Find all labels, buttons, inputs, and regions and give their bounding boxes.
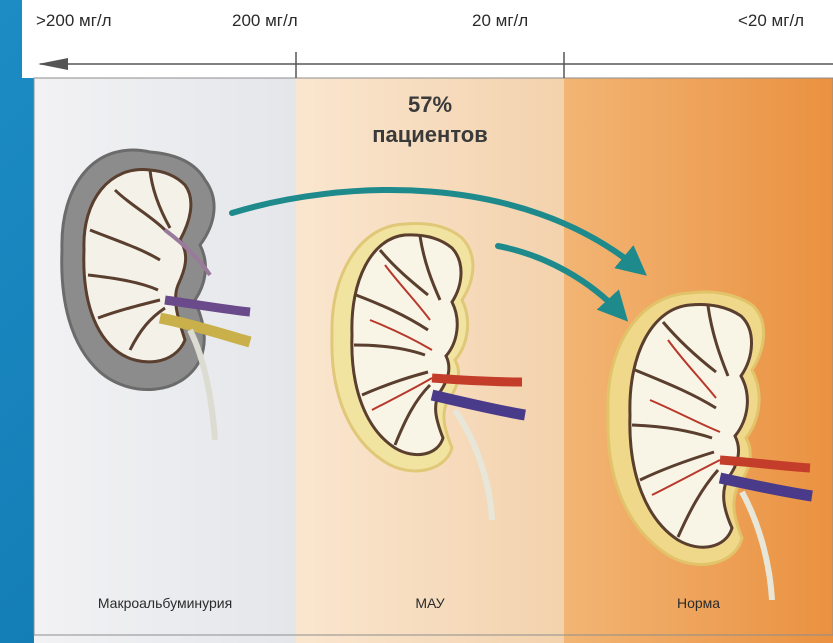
caption-mau: МАУ [296,595,564,611]
percent-value: 57% [320,92,540,118]
caption-macroalbuminuria: Макроальбуминурия [34,595,296,611]
scale-label-above-200: >200 мг/л [36,11,112,31]
scale-label-20: 20 мг/л [472,11,528,31]
scale-band [22,0,833,78]
percent-caption: пациентов [320,122,540,148]
caption-norm: Норма [564,595,833,611]
scale-label-200: 200 мг/л [232,11,298,31]
scale-label-below-20: <20 мг/л [738,11,804,31]
